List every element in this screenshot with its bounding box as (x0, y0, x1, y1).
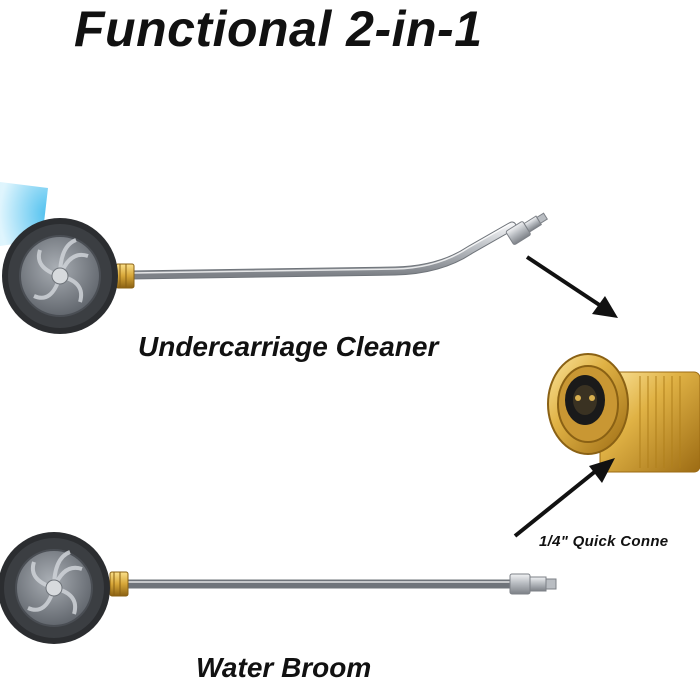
undercarriage-cleaner-wand-icon (2, 212, 548, 334)
brass-quick-coupler-icon (547, 353, 700, 473)
arrow-up-right-icon (513, 458, 615, 538)
water-broom-label: Water Broom (196, 652, 372, 683)
arrow-down-right-icon (525, 255, 618, 318)
quick-coupler-label: 1/4" Quick Conne (539, 533, 669, 550)
water-broom-wand-icon (0, 532, 557, 644)
headline: Functional 2-in-1 (74, 1, 483, 57)
undercarriage-cleaner-label: Undercarriage Cleaner (138, 331, 439, 362)
